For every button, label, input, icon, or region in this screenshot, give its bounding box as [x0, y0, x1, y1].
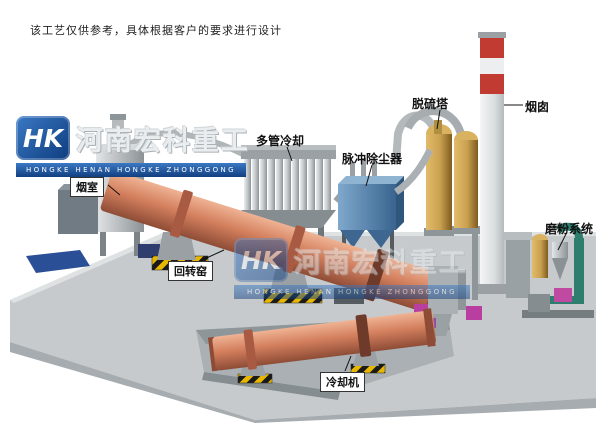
company-watermark-left: HK 河南宏科重工 HONGKE HENAN HONGKE ZHONGGONG: [16, 116, 248, 177]
building-graphic: [504, 232, 532, 298]
label-pulse-dust-collector: 脉冲除尘器: [342, 152, 403, 166]
company-name-cn: 河南宏科重工: [76, 125, 250, 157]
company-logo: HK: [16, 116, 70, 160]
grinding-system-graphic: [522, 222, 594, 318]
company-logo: HK: [234, 238, 288, 282]
label-rotary-kiln: 回转窑: [168, 261, 213, 281]
company-name-en: HONGKE HENAN HONGKE ZHONGGONG: [234, 285, 470, 299]
disclaimer-text: 该工艺仅供参考，具体根据客户的要求进行设计: [30, 24, 282, 37]
cooler-graphic: [207, 308, 436, 372]
company-name-cn: 河南宏科重工: [294, 247, 468, 279]
label-smoke-chamber: 烟室: [70, 177, 104, 197]
label-grinding-system: 磨粉系统: [545, 222, 594, 236]
label-cooler: 冷却机: [320, 372, 365, 392]
blue-pad-graphic: [26, 250, 90, 273]
label-chimney: 烟囱: [525, 100, 550, 114]
company-name-en: HONGKE HENAN HONGKE ZHONGGONG: [16, 163, 246, 177]
desulfurization-towers-graphic: [392, 107, 480, 236]
company-watermark-center: HK 河南宏科重工 HONGKE HENAN HONGKE ZHONGGONG: [234, 238, 470, 299]
leader-lines: [107, 104, 567, 372]
pulse-dust-collector-graphic: [338, 148, 434, 260]
label-desulfurization-tower: 脱硫塔: [412, 97, 449, 111]
label-multi-tube-cooler: 多管冷却: [256, 134, 305, 148]
